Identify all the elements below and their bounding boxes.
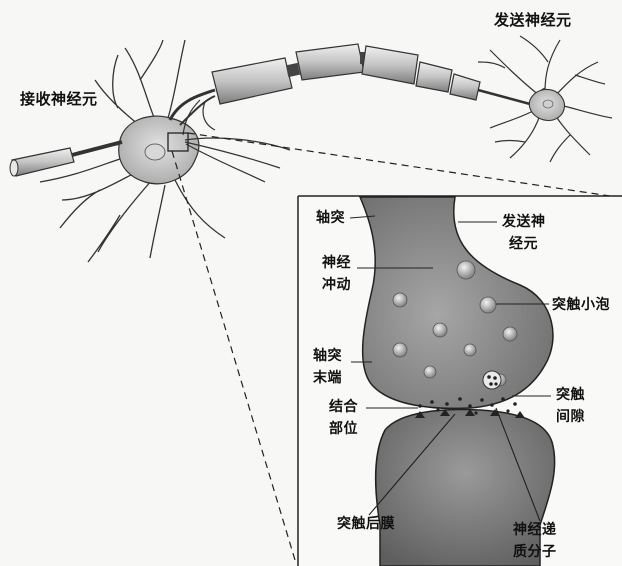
label-postsynaptic-membrane: 突触后膜 (337, 515, 395, 534)
label-synaptic-vesicle: 突触小泡 (552, 296, 610, 315)
label-nerve-impulse-line2: 冲动 (322, 276, 351, 295)
receiving-nucleus (145, 144, 165, 160)
label-axon-terminal-line1: 轴突 (313, 347, 342, 366)
releasing-vesicle (483, 371, 501, 389)
label-receiving-neuron: 接收神经元 (20, 90, 98, 109)
label-binding-site-line2: 部位 (329, 420, 358, 439)
label-sending-neuron-inset-line1: 发送神 (502, 213, 546, 232)
label-sending-neuron: 发送神经元 (494, 11, 572, 30)
label-axon: 轴突 (316, 209, 345, 228)
label-nerve-impulse-line1: 神经 (322, 254, 351, 273)
label-synaptic-cleft-line2: 间隙 (556, 408, 585, 427)
receiving-myelin-stub (10, 142, 122, 176)
myelinated-axon (170, 44, 530, 125)
label-neurotransmitter-line1: 神经递 (513, 521, 557, 540)
label-neurotransmitter-line2: 质分子 (513, 543, 557, 562)
label-sending-neuron-inset-line2: 经元 (509, 235, 538, 254)
label-binding-site-line1: 结合 (329, 398, 358, 417)
label-axon-terminal-line2: 末端 (313, 369, 342, 388)
label-synaptic-cleft-line1: 突触 (556, 386, 585, 405)
